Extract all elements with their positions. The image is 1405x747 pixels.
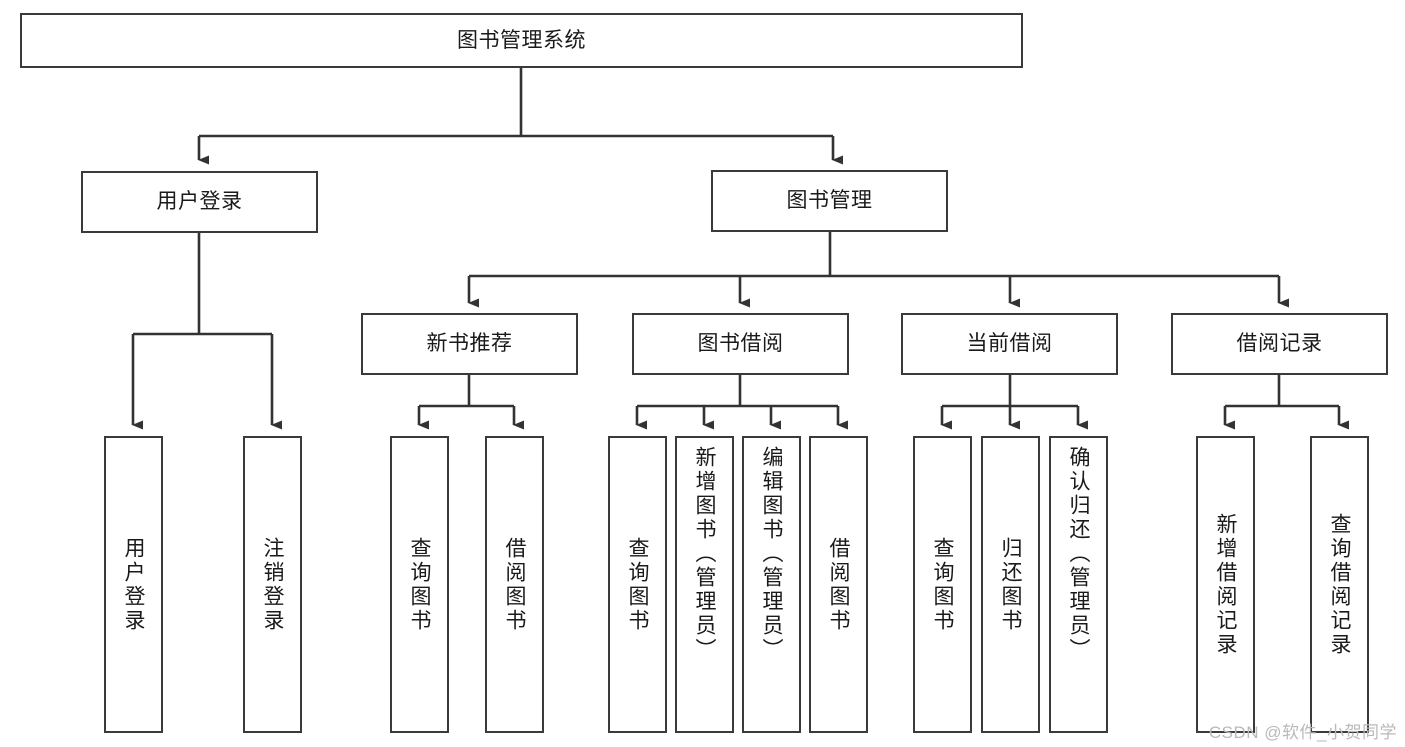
node-label: 注销登录 <box>261 536 284 633</box>
node-label: 新增图书（管理员） <box>693 446 716 662</box>
node-label: 借阅图书 <box>827 536 850 633</box>
node-leaf-borrow-book-recommend[interactable]: 借阅图书 <box>485 436 544 733</box>
node-label: 借阅记录 <box>1236 332 1323 356</box>
node-label: 当前借阅 <box>966 332 1053 356</box>
node-book-borrow[interactable]: 图书借阅 <box>632 313 849 375</box>
node-label: 查询图书 <box>931 536 954 633</box>
node-label: 借阅图书 <box>503 536 526 633</box>
node-label: 查询借阅记录 <box>1328 512 1351 657</box>
node-label: 查询图书 <box>408 536 431 633</box>
node-leaf-user-logout[interactable]: 注销登录 <box>243 436 302 733</box>
node-book-management[interactable]: 图书管理 <box>711 170 948 232</box>
node-leaf-query-book-current[interactable]: 查询图书 <box>913 436 972 733</box>
node-leaf-edit-book-admin[interactable]: 编辑图书（管理员） <box>742 436 801 733</box>
node-leaf-query-book-borrow[interactable]: 查询图书 <box>608 436 667 733</box>
node-leaf-query-book-recommend[interactable]: 查询图书 <box>390 436 449 733</box>
node-label: 图书借阅 <box>697 332 784 356</box>
node-label: 图书管理系统 <box>457 28 586 52</box>
node-label: 用户登录 <box>122 536 145 633</box>
node-leaf-borrow-book[interactable]: 借阅图书 <box>809 436 868 733</box>
node-borrow-record[interactable]: 借阅记录 <box>1171 313 1388 375</box>
node-leaf-add-borrow-record[interactable]: 新增借阅记录 <box>1196 436 1255 733</box>
node-label: 图书管理 <box>786 189 873 213</box>
node-root-system[interactable]: 图书管理系统 <box>20 13 1023 68</box>
node-leaf-add-book-admin[interactable]: 新增图书（管理员） <box>675 436 734 733</box>
node-label: 新增借阅记录 <box>1214 512 1237 657</box>
node-label: 确认归还（管理员） <box>1067 446 1090 662</box>
node-leaf-return-book[interactable]: 归还图书 <box>981 436 1040 733</box>
node-leaf-confirm-return-admin[interactable]: 确认归还（管理员） <box>1049 436 1108 733</box>
node-label: 新书推荐 <box>426 332 513 356</box>
node-new-book-recommend[interactable]: 新书推荐 <box>361 313 578 375</box>
node-current-borrow[interactable]: 当前借阅 <box>901 313 1118 375</box>
node-label: 归还图书 <box>999 536 1022 633</box>
node-label: 查询图书 <box>626 536 649 633</box>
node-label: 用户登录 <box>156 190 243 214</box>
csdn-watermark: CSDN @软件_小贺同学 <box>1208 723 1397 742</box>
node-user-login[interactable]: 用户登录 <box>81 171 318 233</box>
node-leaf-query-borrow-record[interactable]: 查询借阅记录 <box>1310 436 1369 733</box>
node-leaf-user-login[interactable]: 用户登录 <box>104 436 163 733</box>
node-label: 编辑图书（管理员） <box>760 446 783 662</box>
